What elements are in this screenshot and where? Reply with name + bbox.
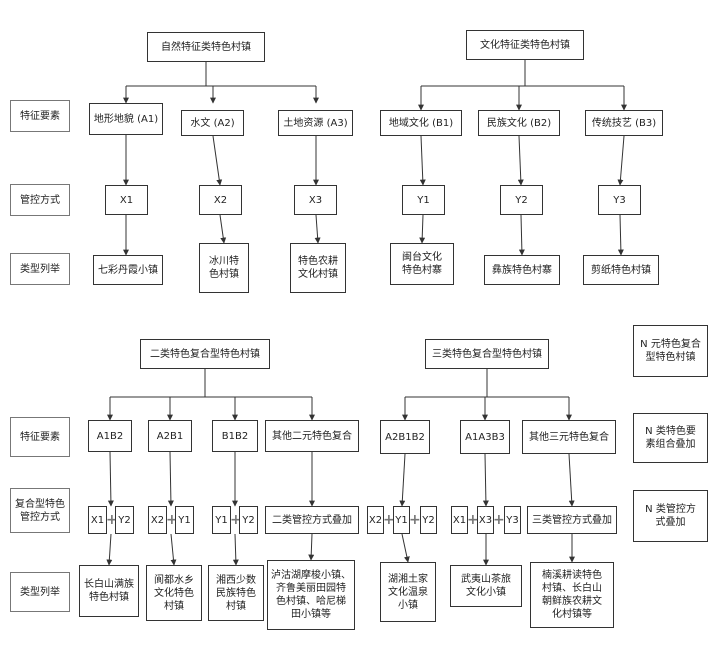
n-class-control-node: N 类管控方 式叠加: [633, 490, 708, 542]
three-class-combo-1-y2: Y2: [420, 506, 437, 534]
three-class-example-2: 武夷山茶旅 文化小镇: [450, 565, 522, 607]
two-class-example-4: 泸沽湖摩梭小镇、 齐鲁美丽田园特 色村镇、哈尼梯 田小镇等: [267, 560, 355, 630]
natural-control-x2: X2: [199, 185, 242, 215]
arrow-10: [314, 214, 321, 244]
cultural-control-y3: Y3: [598, 185, 641, 215]
natural-root-node: 自然特征类特色村镇: [147, 32, 265, 62]
three-class-combo-2-plus-icon-1: +: [467, 512, 479, 528]
arrow-18: [617, 135, 625, 186]
cultural-control-y1: Y1: [402, 185, 445, 215]
three-class-feature-a1a3b3: A1A3B3: [460, 420, 510, 454]
arrow-42: [482, 453, 489, 507]
two-class-combo-2-plus-icon: +: [166, 512, 178, 528]
row-label-top-feature: 特征要素: [10, 100, 70, 132]
row-label-bottom-feature: 特征要素: [10, 417, 70, 457]
arrow-32: [106, 533, 113, 566]
row-label-bottom-examples: 类型列举: [10, 572, 70, 612]
natural-example-2: 冰川特 色村镇: [199, 243, 249, 293]
three-class-combo-1-y1: Y1: [393, 506, 410, 534]
cultural-root-node: 文化特征类特色村镇: [466, 30, 584, 60]
natural-example-3: 特色农耕 文化村镇: [290, 243, 346, 293]
natural-example-1: 七彩丹霞小镇: [93, 255, 163, 285]
n-class-feature-node: N 类特色要 素组合叠加: [633, 413, 708, 463]
row-label-top-examples: 类型列举: [10, 253, 70, 285]
three-class-combo-1-plus-icon-2: +: [409, 512, 421, 528]
two-class-example-1: 长白山满族 特色村镇: [79, 565, 139, 617]
natural-control-x1: X1: [105, 185, 148, 215]
two-class-feature-a1b2: A1B2: [88, 420, 132, 452]
arrow-19: [419, 214, 426, 244]
two-class-combo-3-y2: Y2: [239, 506, 258, 534]
arrow-33: [170, 533, 177, 566]
arrow-44: [401, 533, 410, 563]
arrow-6: [212, 135, 223, 186]
n-class-root-node: N 元特色复合 型特色村镇: [633, 325, 708, 377]
arrow-43: [568, 453, 575, 507]
cultural-feature-b2: 民族文化 (B2): [478, 110, 560, 136]
natural-feature-a2: 水文 (A2): [181, 110, 244, 136]
cultural-feature-b3: 传统技艺 (B3): [585, 110, 663, 136]
three-class-combo-2-y3: Y3: [504, 506, 521, 534]
arrow-28: [107, 451, 114, 507]
three-class-combo-2-plus-icon-2: +: [493, 512, 505, 528]
cultural-example-1: 闽台文化 特色村寨: [390, 243, 454, 285]
three-class-combo-1-plus-icon-1: +: [383, 512, 395, 528]
arrow-16: [419, 135, 426, 186]
arrow-29: [167, 451, 174, 507]
two-class-example-3: 湘西少数 民族特色 村镇: [208, 565, 264, 621]
arrow-41: [399, 453, 406, 507]
row-label-bottom-control: 复合型特色 管控方式: [10, 488, 70, 533]
two-class-root-node: 二类特色复合型特色村镇: [140, 339, 270, 369]
cultural-control-y2: Y2: [500, 185, 543, 215]
two-class-feature-other: 其他二元特色复合: [265, 420, 359, 452]
three-class-example-1: 湖湘土家 文化温泉 小镇: [380, 562, 436, 622]
three-class-feature-a2b1b2: A2B1B2: [380, 420, 430, 454]
two-class-combo-2-x2: X2: [148, 506, 167, 534]
two-class-combo-3-y1: Y1: [212, 506, 231, 534]
cultural-feature-b1: 地域文化 (B1): [380, 110, 462, 136]
arrow-9: [219, 214, 227, 244]
arrow-35: [308, 533, 315, 561]
arrow-34: [232, 533, 239, 566]
three-class-other-control: 三类管控方式叠加: [527, 506, 617, 534]
arrow-21: [617, 214, 624, 256]
cultural-example-3: 剪纸特色村镇: [583, 255, 659, 285]
three-class-feature-other: 其他三元特色复合: [522, 420, 616, 454]
two-class-combo-1-plus-icon: +: [106, 512, 118, 528]
two-class-combo-2-y1: Y1: [175, 506, 194, 534]
two-class-combo-1-x1: X1: [88, 506, 107, 534]
arrow-20: [518, 214, 525, 256]
arrow-17: [517, 135, 524, 186]
three-class-combo-2-x1: X1: [451, 506, 468, 534]
two-class-feature-b1b2: B1B2: [212, 420, 258, 452]
two-class-other-control: 二类管控方式叠加: [265, 506, 359, 534]
natural-feature-a1: 地形地貌 (A1): [89, 103, 163, 135]
natural-feature-a3: 土地资源 (A3): [278, 110, 353, 136]
three-class-combo-2-x3: X3: [477, 506, 494, 534]
three-class-example-3: 楠溪耕读特色 村镇、长白山 朝鲜族农耕文 化村镇等: [530, 562, 614, 628]
three-class-root-node: 三类特色复合型特色村镇: [425, 339, 549, 369]
two-class-combo-3-plus-icon: +: [230, 512, 242, 528]
row-label-top-control: 管控方式: [10, 184, 70, 216]
two-class-example-2: 阆都水乡 文化特色 村镇: [146, 565, 202, 621]
three-class-combo-1-x2: X2: [367, 506, 384, 534]
two-class-combo-1-y2: Y2: [115, 506, 134, 534]
cultural-example-2: 彝族特色村寨: [484, 255, 560, 285]
natural-control-x3: X3: [294, 185, 337, 215]
two-class-feature-a2b1: A2B1: [148, 420, 192, 452]
